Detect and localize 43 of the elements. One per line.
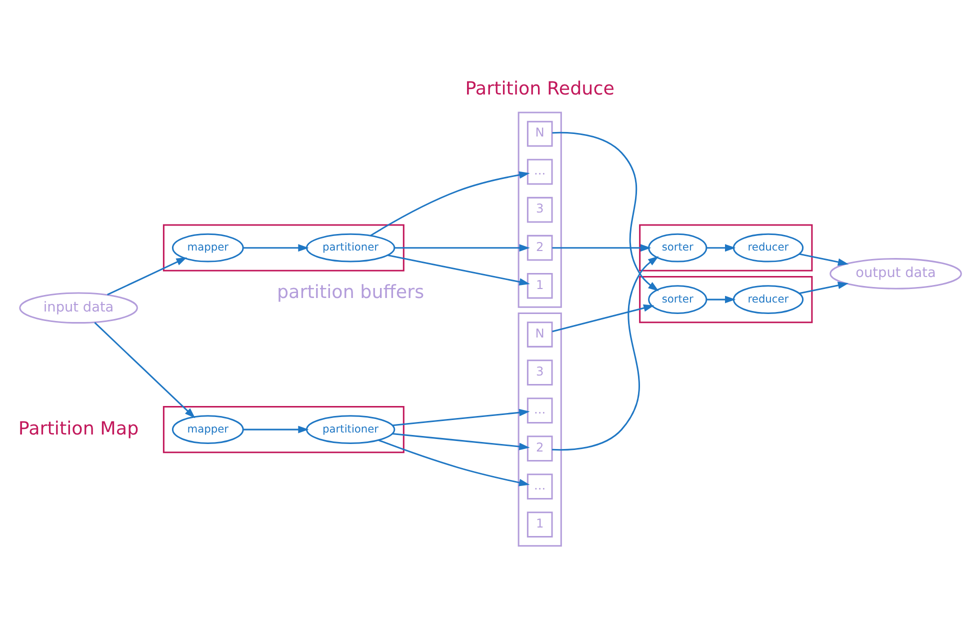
arrow [107, 257, 187, 296]
node-box: 1 [526, 512, 553, 538]
node-ellipse: partitioner [306, 233, 396, 262]
node-ellipse: mapper [172, 233, 244, 262]
node-box: 2 [526, 234, 553, 261]
arrow [552, 244, 652, 252]
node-ellipse: sorter [648, 233, 708, 262]
arrow [552, 132, 659, 292]
node-box: 3 [526, 360, 553, 386]
arrow [799, 282, 849, 294]
node-ellipse: partitioner [306, 415, 396, 444]
node-box: ... [526, 474, 553, 500]
arrow [706, 244, 736, 252]
arrow [552, 256, 659, 451]
label: partition buffers [277, 282, 424, 304]
arrow [243, 426, 309, 434]
node-ellipse: reducer [732, 233, 804, 262]
arrow [243, 244, 309, 252]
node-ellipse: sorter [648, 285, 708, 314]
arrow [799, 253, 849, 266]
label: Partition Map [18, 418, 139, 440]
arrow [388, 254, 530, 286]
label: Partition Reduce [465, 78, 614, 100]
node-box: N [526, 322, 553, 348]
arrow [392, 408, 530, 426]
arrow [552, 304, 654, 332]
node-ellipse: reducer [732, 285, 804, 314]
node-box: 2 [526, 436, 553, 462]
arrow [378, 439, 530, 486]
node-box: ... [526, 158, 553, 185]
arrow [392, 432, 530, 450]
cluster [162, 224, 404, 272]
arrow [706, 296, 736, 304]
node-box: 1 [526, 272, 553, 299]
arrow [94, 322, 196, 418]
node-ellipse: mapper [172, 415, 244, 444]
node-box: 3 [526, 196, 553, 223]
node-box: ... [526, 398, 553, 424]
arrow [370, 171, 530, 236]
node-ellipse: input data [19, 292, 138, 324]
cluster [639, 276, 813, 324]
arrow [394, 244, 530, 252]
node-box: N [526, 120, 553, 147]
